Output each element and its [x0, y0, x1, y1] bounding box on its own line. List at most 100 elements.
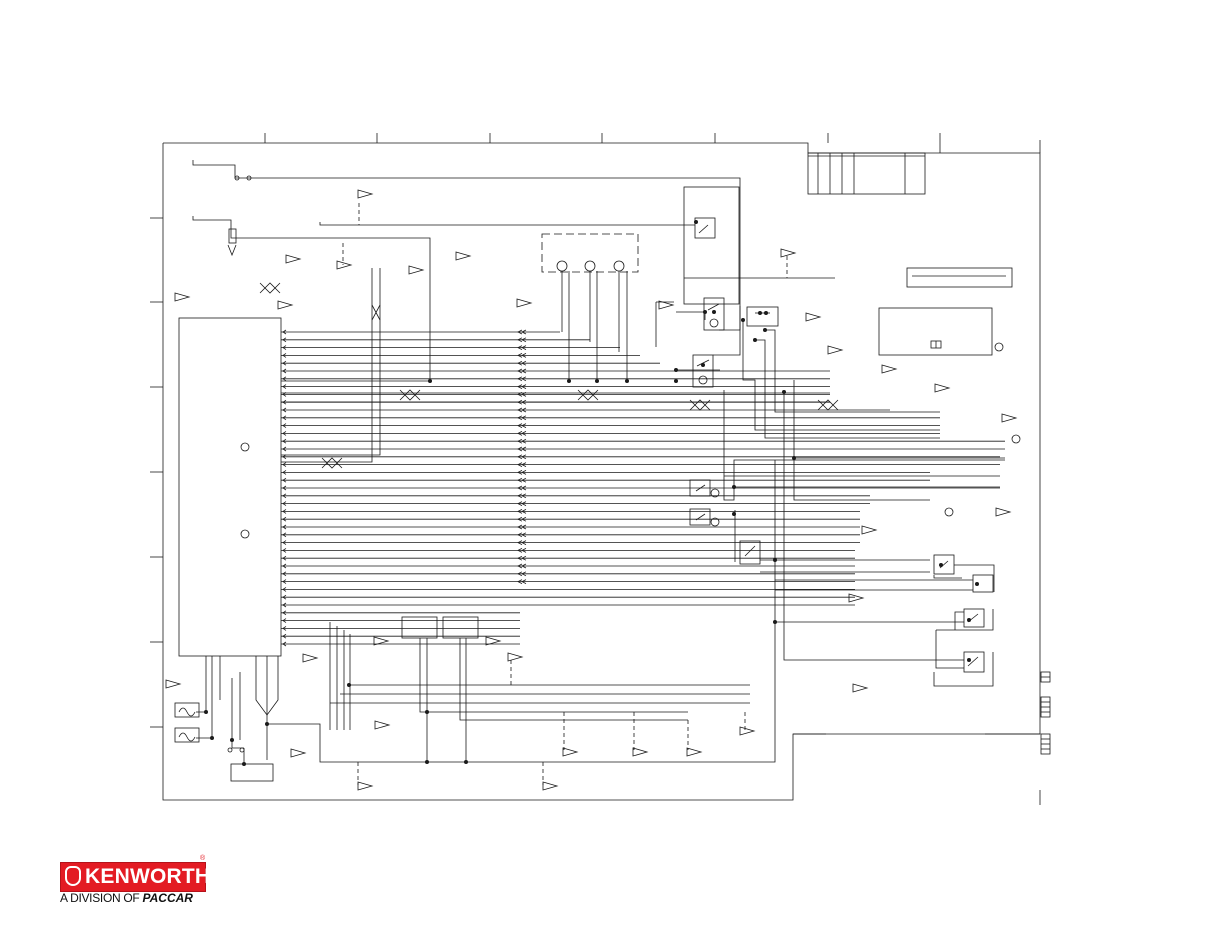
connector-pin [521, 462, 527, 467]
off-page-flag [658, 300, 675, 310]
kenworth-logo: KENWORTH ® A DIVISION OF PACCAR [60, 855, 210, 908]
connector-pin [521, 454, 527, 460]
connector-pin [521, 329, 527, 335]
lower-wiring [196, 460, 1040, 785]
connector-pin [521, 360, 527, 366]
bus-pin [282, 337, 287, 343]
junction-dot [764, 311, 768, 315]
connector-pin [521, 470, 527, 475]
bus-pin [282, 384, 287, 389]
bus-pin [282, 610, 287, 616]
connector-pin [521, 407, 527, 413]
bus-pin [282, 360, 287, 366]
connector-pin [517, 540, 523, 545]
connector-pin [521, 446, 527, 452]
bottom-modules [174, 616, 479, 782]
junction-dot [265, 722, 269, 726]
kenworth-emblem-icon [65, 866, 81, 886]
off-page-flag [632, 747, 649, 757]
bus-pin [282, 555, 287, 561]
junction-dot [694, 220, 698, 224]
off-page-flag [285, 254, 302, 264]
junction-dot [210, 736, 214, 740]
connector-pin [517, 555, 523, 561]
off-page-flags [165, 189, 1018, 791]
connector-pin [517, 407, 523, 413]
off-page-flag [277, 300, 294, 310]
connector-pin [517, 501, 523, 506]
bus-pin [282, 368, 287, 374]
junction-dot [732, 512, 736, 516]
off-page-flag [861, 525, 878, 535]
bus-pin [282, 438, 287, 444]
junction-dot [792, 456, 796, 460]
off-page-flag [995, 507, 1012, 517]
column-ticks [150, 133, 941, 728]
connector-pin [517, 329, 523, 335]
bus-pin [282, 633, 287, 639]
connector-pin [517, 532, 523, 538]
connector-pin [521, 368, 527, 374]
bus-pin [282, 516, 287, 522]
connector-pin [517, 485, 523, 491]
junction-dot [732, 485, 736, 489]
junction-dot [773, 558, 777, 562]
bus-pin [282, 501, 287, 506]
bus-pin [282, 563, 287, 569]
junction-dot [975, 582, 979, 586]
bus-pin [282, 485, 287, 491]
bus-pin [282, 524, 287, 530]
off-page-flag [374, 720, 391, 730]
top-left-wiring [192, 160, 835, 381]
edge-connectors [1040, 671, 1051, 755]
bus-branches [281, 268, 1005, 687]
bus-pin [282, 587, 287, 592]
bus-pin [282, 618, 287, 623]
connector-pin [517, 470, 523, 475]
connector-pin [517, 431, 523, 436]
connector-pin [517, 446, 523, 452]
registered-mark: ® [200, 855, 206, 862]
connector-pin [517, 571, 523, 577]
junction-dot [701, 363, 705, 367]
connector-pin [521, 548, 527, 553]
off-page-flag [455, 251, 472, 261]
connector-pin [521, 563, 527, 569]
off-page-flag [174, 292, 191, 302]
junction-dot [773, 620, 777, 624]
off-page-flag [780, 248, 797, 258]
logo-badge: KENWORTH [60, 862, 210, 892]
off-page-flag [1001, 413, 1018, 423]
bus-pin [282, 329, 287, 335]
off-page-flag [336, 260, 353, 270]
connector-pin [517, 368, 523, 374]
junction-dot [464, 760, 468, 764]
junction-dot [625, 379, 629, 383]
bus-pin [282, 579, 287, 584]
junction-dot [712, 310, 716, 314]
connector-pin [517, 509, 523, 514]
off-page-flag [739, 726, 756, 736]
junction-dot [939, 563, 943, 567]
junction-dot [428, 379, 432, 383]
bus-pin [282, 431, 287, 436]
connector-pin [517, 516, 523, 522]
brand-name: KENWORTH [85, 865, 211, 888]
junction-dot [782, 390, 786, 394]
connector-pin [521, 399, 527, 405]
off-page-flag [852, 683, 869, 693]
connector-pin [521, 384, 527, 389]
connector-pin [517, 345, 523, 350]
junction-dot [230, 738, 234, 742]
bus-pin [282, 602, 287, 608]
junction-dot [595, 379, 599, 383]
bus-pin [282, 493, 287, 499]
junction-dot [425, 760, 429, 764]
connector-pin [517, 462, 523, 467]
parent-company: PACCAR [142, 891, 193, 905]
connector-pin [521, 555, 527, 561]
connector-pin [517, 399, 523, 405]
connector-pin [521, 438, 527, 444]
junction-dot [242, 762, 246, 766]
